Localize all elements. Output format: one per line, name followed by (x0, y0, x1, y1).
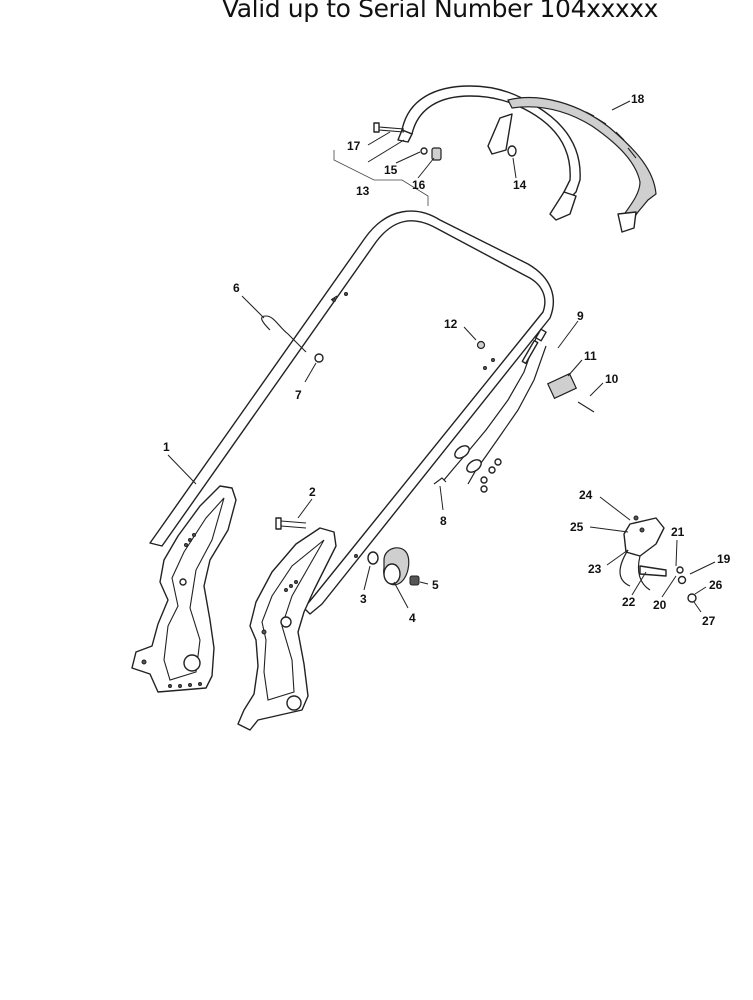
callout-13: 13 (356, 184, 370, 198)
washer-part-3 (367, 551, 379, 565)
callout-19: 19 (717, 552, 731, 566)
cable-assembly-part-9 (443, 328, 547, 493)
screw-part-10 (577, 401, 595, 413)
callout-2: 2 (309, 485, 316, 499)
callout-24: 24 (579, 488, 593, 502)
callout-22: 22 (622, 595, 636, 609)
callout-16: 16 (412, 178, 426, 192)
callout-26: 26 (709, 578, 723, 592)
callout-14: 14 (513, 178, 527, 192)
callout-4: 4 (409, 611, 416, 625)
callout-5: 5 (432, 578, 439, 592)
nut-part-12 (476, 340, 486, 350)
knob-part-4 (383, 547, 410, 586)
bolt-part-17 (373, 122, 405, 133)
callout-7: 7 (295, 388, 302, 402)
brake-lever-assembly (619, 515, 697, 603)
callout-27: 27 (702, 614, 716, 628)
side-plate-left (131, 485, 237, 693)
callout-3: 3 (360, 592, 367, 606)
callout-21: 21 (671, 525, 685, 539)
diagram-title: Valid up to Serial Number 104xxxxx (222, 0, 659, 23)
callout-1: 1 (163, 440, 170, 454)
clip-part-14 (507, 145, 517, 157)
callout-6: 6 (233, 281, 240, 295)
callout-17: 17 (347, 139, 361, 153)
nut-part-5 (409, 575, 420, 586)
nut-part-16 (431, 147, 442, 161)
upper-handle-part-18 (397, 85, 657, 233)
spring-part-8 (433, 477, 447, 485)
pin-part-6 (261, 315, 324, 363)
callout-labels: 1 2 3 4 5 6 7 8 9 10 11 12 13 14 15 16 1… (163, 92, 731, 628)
callout-11: 11 (584, 349, 597, 363)
callout-10: 10 (605, 372, 619, 386)
side-plate-right (237, 527, 337, 731)
callout-9: 9 (577, 309, 584, 323)
leader-lines (167, 100, 716, 613)
callout-15: 15 (384, 163, 398, 177)
callout-18: 18 (631, 92, 645, 106)
washer-part-15 (420, 147, 428, 155)
callout-23: 23 (588, 562, 602, 576)
callout-12: 12 (444, 317, 458, 331)
bolt-part-2 (275, 517, 307, 530)
callout-25: 25 (570, 520, 584, 534)
callout-8: 8 (440, 514, 447, 528)
lower-handle-part-1 (149, 210, 554, 615)
clip-part-11 (546, 372, 578, 400)
callout-20: 20 (653, 598, 667, 612)
